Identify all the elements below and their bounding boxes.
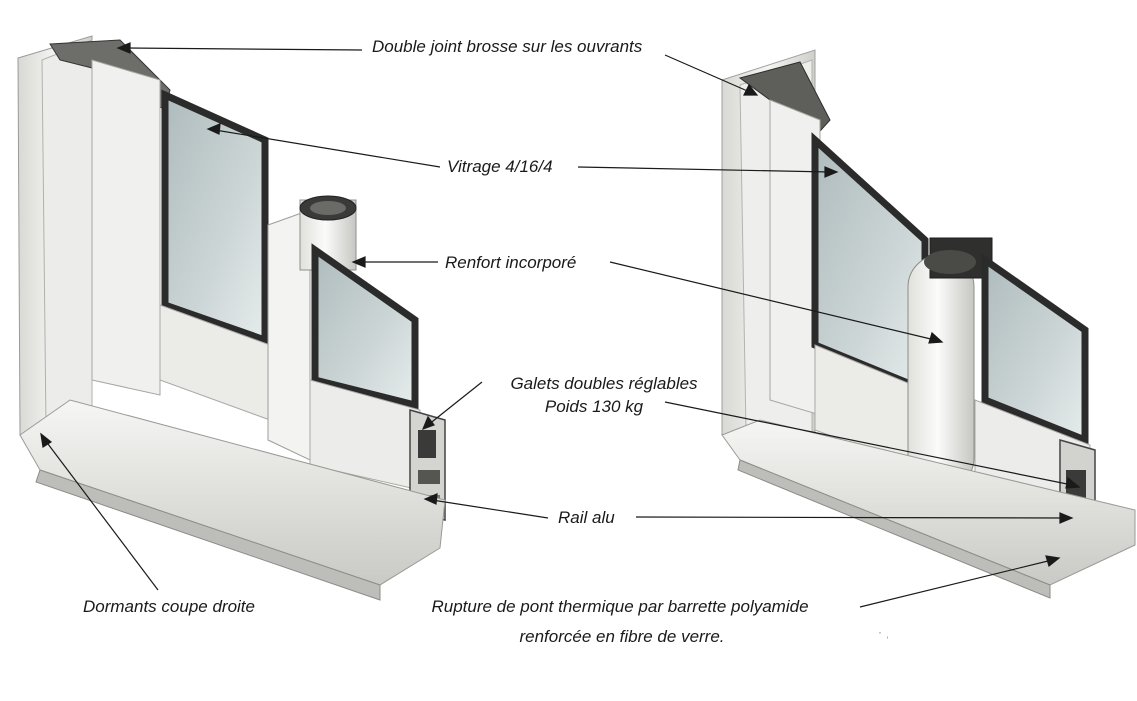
leader-dormants: [44, 439, 159, 591]
left-glass-pane: [161, 89, 269, 345]
leader-vitrage-left: [214, 129, 441, 168]
leader-vitrage-right: [577, 166, 831, 173]
leader-lines: [40, 42, 1081, 608]
label-rupture-line2: renforcée en fibre de verre.: [519, 627, 725, 646]
leader-double-joint-right: [664, 54, 753, 94]
leader-rail-right: [635, 516, 1066, 519]
label-galets-line2: Poids 130 kg: [544, 397, 644, 416]
label-dormants: Dormants coupe droite: [83, 597, 255, 616]
right-window-profile: [721, 49, 1136, 599]
corner-mark: · ˌ: [878, 625, 889, 639]
leader-galets-left: [427, 381, 483, 426]
label-double-joint: Double joint brosse sur les ouvrants: [372, 37, 643, 56]
right-renfort-capsule: [907, 237, 993, 491]
label-rail: Rail alu: [558, 508, 615, 527]
label-vitrage: Vitrage 4/16/4: [447, 157, 553, 176]
leader-galets-right: [664, 401, 1073, 486]
left-glass-pane-2: [311, 243, 419, 410]
right-glass-pane-2: [981, 253, 1089, 446]
label-galets-line1: Galets doubles réglables: [510, 374, 698, 393]
leader-double-joint-left: [124, 47, 363, 51]
label-renfort: Renfort incorporé: [445, 253, 577, 272]
leader-rupture: [859, 559, 1053, 608]
leader-rail-left: [431, 499, 549, 519]
leader-renfort-right: [609, 261, 936, 341]
left-sash-frame: [91, 59, 161, 396]
left-window-profile: [17, 35, 446, 601]
label-rupture-line1: Rupture de pont thermique par barrette p…: [431, 597, 809, 616]
